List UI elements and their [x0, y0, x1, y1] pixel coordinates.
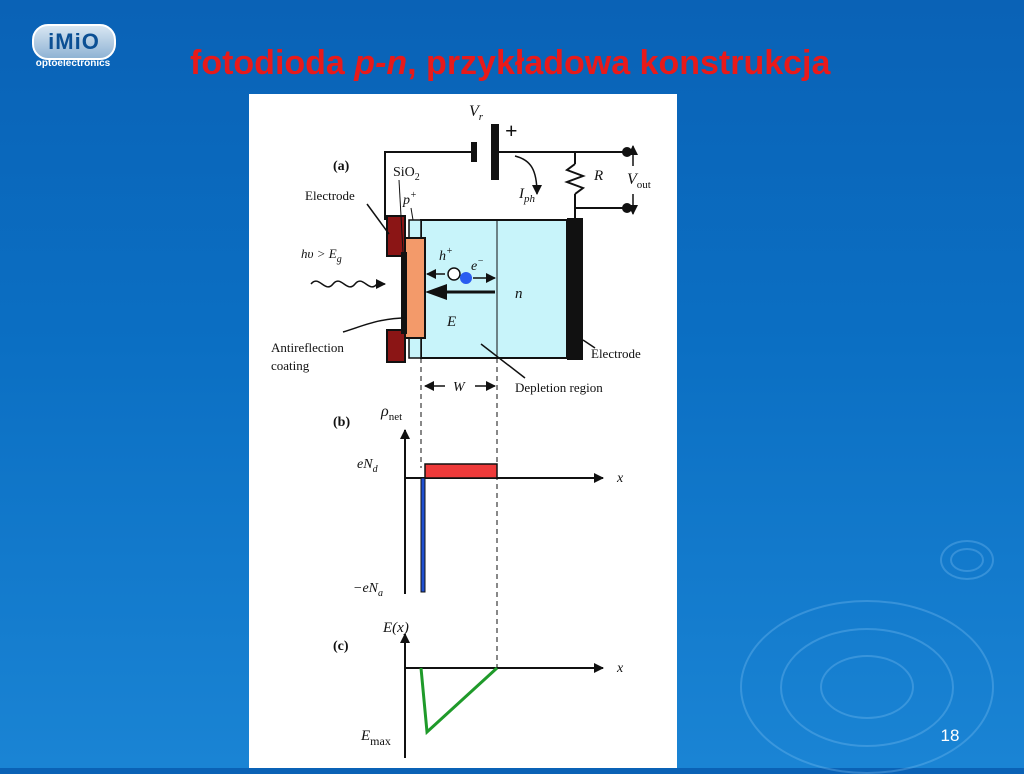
depletion-pointer — [480, 343, 526, 379]
photodiode-diagram: (a) Vr + Iph R Vo — [271, 103, 651, 758]
light-wave — [310, 279, 386, 289]
right-electrode — [567, 218, 583, 360]
field-arrow-head — [425, 284, 447, 300]
circuit-wire-output — [574, 194, 627, 209]
hole-carrier — [447, 267, 461, 281]
right-electrode-pointer — [582, 339, 596, 349]
antireflection-label-line1: Antireflection — [271, 340, 344, 355]
vout-label: Vout — [627, 171, 651, 191]
emax-label: Emax — [360, 728, 391, 748]
ripple-decoration — [950, 548, 984, 572]
antireflection-coating — [404, 237, 426, 339]
page-number: 18 — [940, 726, 960, 745]
depletion-region-label: Depletion region — [515, 380, 603, 395]
left-electrode-bottom — [386, 329, 406, 363]
title-part-1: fotodioda — [190, 44, 355, 82]
battery-long-plate — [491, 124, 499, 180]
ena-label: −eNa — [353, 581, 383, 599]
resistor — [564, 163, 586, 195]
field-label: E — [446, 314, 456, 330]
battery-short-plate — [471, 142, 477, 162]
negative-charge-block — [420, 477, 426, 593]
logo-subtitle: optoelectronics — [35, 58, 111, 69]
positive-charge-block — [424, 463, 498, 479]
field-profile-curve — [419, 666, 499, 736]
resistor-label: R — [593, 168, 603, 184]
hole-label: h+ — [439, 246, 453, 264]
left-electrode-top — [386, 215, 406, 257]
company-logo: iMiO — [32, 24, 116, 60]
vout-terminal-bottom — [622, 203, 632, 213]
title-italic: p-n — [354, 44, 408, 82]
x-axis-b-label: x — [616, 471, 624, 486]
p-plus-pointer — [410, 207, 414, 221]
sio2-pointer — [398, 179, 404, 253]
rho-label: ρnet — [380, 403, 402, 423]
circuit-wire-left — [384, 151, 471, 220]
sio2-label: SiO2 — [393, 165, 420, 183]
slide-title: fotodioda p-n, przykładowa konstrukcja — [190, 44, 990, 83]
p-plus-label: p+ — [402, 190, 417, 208]
ripple-decoration — [780, 628, 954, 747]
ex-label: E(x) — [382, 620, 409, 636]
width-label: W — [453, 380, 466, 395]
photocurrent-arrow — [514, 155, 542, 195]
antireflection-label-line2: coating — [271, 358, 310, 373]
panel-a-label: (a) — [333, 159, 350, 174]
ripple-decoration — [820, 655, 914, 719]
panel-c-label: (c) — [333, 639, 349, 654]
panel-b-label: (b) — [333, 415, 350, 430]
battery-plus-label: + — [505, 118, 518, 143]
vout-terminal-top — [622, 147, 632, 157]
vr-label: Vr — [469, 103, 484, 123]
electron-carrier — [460, 272, 472, 284]
antireflection-pointer — [342, 317, 408, 333]
left-electrode-label: Electrode — [305, 188, 355, 203]
right-electrode-label: Electrode — [591, 346, 641, 361]
x-axis-c-label: x — [616, 661, 624, 676]
photon-energy-label: hυ > Eg — [301, 246, 342, 265]
photodiode-figure: (a) Vr + Iph R Vo — [249, 94, 677, 768]
title-part-2: , przykładowa konstrukcja — [407, 44, 831, 82]
ripple-decoration — [940, 540, 994, 580]
n-region-label: n — [515, 286, 523, 302]
electron-label: e− — [471, 256, 484, 274]
end-label: eNd — [357, 457, 379, 475]
iph-label: Iph — [518, 186, 536, 205]
sio2-layer — [401, 252, 407, 334]
left-electrode-pointer — [366, 203, 390, 235]
